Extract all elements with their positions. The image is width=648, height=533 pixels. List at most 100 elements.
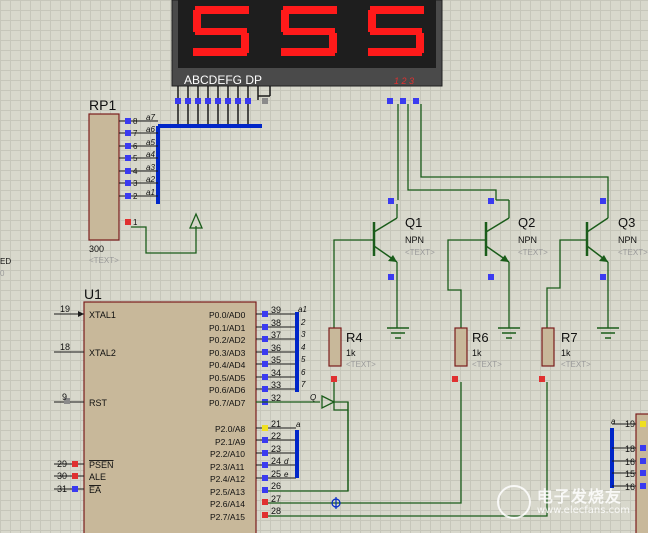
watermark-url: www.elecfans.com xyxy=(536,505,630,517)
data-bus[interactable] xyxy=(156,124,262,204)
rp1-body xyxy=(88,113,120,241)
resistor-r4[interactable]: R4 1k <TEXT> xyxy=(328,327,376,382)
net-label: a1 xyxy=(298,305,307,314)
u1-body xyxy=(83,301,257,533)
display-digit-1 xyxy=(193,6,249,56)
rp1-resistor-pack[interactable]: RP1 300 <TEXT> 8 7 6 5 4 3 2 1 a7 a6 xyxy=(88,97,158,265)
net-label: a xyxy=(296,420,301,429)
pin-name: P0.5/AD5 xyxy=(209,373,246,383)
power-terminal-arrow xyxy=(189,212,203,229)
net-label: a2 xyxy=(146,175,155,184)
q3-text: <TEXT> xyxy=(618,248,648,257)
seven-segment-display[interactable]: ABCDEFG DP 1 2 3 xyxy=(171,0,443,87)
net-label: a6 xyxy=(146,125,155,134)
net-label: a7 xyxy=(146,113,155,122)
u1-port2-pin-names: P2.0/A8 P2.1/A9 P2.2/A10 P2.3/A11 P2.4/A… xyxy=(210,424,246,522)
left-edge-fragment: ED xyxy=(0,257,11,266)
pin-number: 31 xyxy=(57,484,67,494)
q2-ref: Q2 xyxy=(518,215,535,230)
pin-name: P0.4/AD4 xyxy=(209,360,246,370)
rp1-pin-markers xyxy=(125,118,131,225)
pin-name: P2.5/A13 xyxy=(210,487,245,497)
pin-number: 9 xyxy=(62,392,67,402)
pin-name: P0.2/AD2 xyxy=(209,335,246,345)
pin-number: 33 xyxy=(271,380,281,390)
pin-number: 16 xyxy=(625,482,635,492)
transistor-q3[interactable]: Q3 NPN <TEXT> xyxy=(585,198,648,328)
pin-name: P2.2/A10 xyxy=(210,449,245,459)
rp1-pull-up-wire[interactable] xyxy=(131,226,197,254)
digit-select-labels: 1 2 3 xyxy=(394,76,414,86)
pin-number: 18 xyxy=(60,342,70,352)
pin-name: XTAL2 xyxy=(89,348,116,358)
display-digit-3 xyxy=(368,6,424,56)
r4-return-wire[interactable] xyxy=(333,382,348,411)
left-edge-fragment: 0 xyxy=(0,269,5,278)
net-label: d xyxy=(284,457,289,466)
right-edge-component[interactable]: a 19 18 16 15 16 xyxy=(610,413,648,533)
r6-text: <TEXT> xyxy=(472,360,502,369)
q1-type: NPN xyxy=(405,235,424,245)
base-wires[interactable] xyxy=(333,239,587,328)
rp1-pin-number: 3 xyxy=(133,179,138,188)
resistor-r7[interactable]: R7 1k <TEXT> xyxy=(539,327,591,382)
rp1-net-labels: a7 a6 a5 a4 a3 a2 a1 xyxy=(146,113,155,197)
watermark-text: 电子发烧友 www.elecfans.com xyxy=(537,488,630,517)
rp1-pin-number: 7 xyxy=(133,129,138,138)
segment-labels: ABCDEFG DP xyxy=(184,73,262,87)
pin-number: 16 xyxy=(625,457,635,467)
net-label: 4 xyxy=(301,343,306,352)
display-digit-2 xyxy=(281,6,337,56)
net-label: 7 xyxy=(301,380,306,389)
pin-number: 23 xyxy=(271,444,281,454)
rp1-ref: RP1 xyxy=(89,97,116,113)
u1-port2-pin-markers xyxy=(262,425,268,518)
u1-port0-pin-numbers: 39 38 37 36 35 34 33 32 xyxy=(271,305,281,403)
r6-value: 1k xyxy=(472,348,482,358)
transistor-q1[interactable]: Q1 NPN <TEXT> xyxy=(372,198,435,328)
right-pin-leads xyxy=(612,423,636,487)
rp1-pin-numbers: 8 7 6 5 4 3 2 1 xyxy=(133,117,138,227)
ground-icon xyxy=(597,327,619,339)
u1-microcontroller[interactable]: U1 19 18 9 29 30 31 XTAL1 XTAL2 RST PSEN… xyxy=(54,286,548,533)
right-pin-markers xyxy=(640,421,646,489)
r7-value: 1k xyxy=(561,348,571,358)
net-label: a5 xyxy=(146,138,155,147)
pin-name: PSEN xyxy=(89,460,114,470)
pin-name: P0.1/AD1 xyxy=(209,323,246,333)
pin-name: P0.3/AD3 xyxy=(209,348,246,358)
u1-left-pin-numbers: 19 18 9 29 30 31 xyxy=(57,304,70,494)
u1-port0-net-labels: a1 2 3 4 5 6 7 Q xyxy=(298,305,316,402)
net-label: a xyxy=(611,417,616,426)
net-label: 3 xyxy=(301,330,306,339)
pin-name: P2.4/A12 xyxy=(210,474,245,484)
pin-number: 22 xyxy=(271,431,281,441)
u1-port2-net-labels: a d e xyxy=(284,420,301,479)
resistor-r6[interactable]: R6 1k <TEXT> xyxy=(452,327,502,382)
pin-name: P0.6/AD6 xyxy=(209,385,246,395)
digit-select-wires[interactable] xyxy=(397,104,609,200)
pin-name: P2.1/A9 xyxy=(215,437,246,447)
pin-name: P2.0/A8 xyxy=(215,424,246,434)
pin-name: RST xyxy=(89,398,108,408)
q3-ref: Q3 xyxy=(618,215,635,230)
pin-number: 15 xyxy=(625,469,635,479)
r4-value: 1k xyxy=(346,348,356,358)
u1-ref: U1 xyxy=(84,286,102,302)
pin-number: 37 xyxy=(271,330,281,340)
pin-number: 36 xyxy=(271,343,281,353)
pin-number: 32 xyxy=(271,393,281,403)
net-label: a4 xyxy=(146,150,155,159)
pin-number: 39 xyxy=(271,305,281,315)
rp1-pin-number: 8 xyxy=(133,117,138,126)
u1-port0-pin-names: P0.0/AD0 P0.1/AD1 P0.2/AD2 P0.3/AD3 P0.4… xyxy=(209,310,246,408)
ground-icon xyxy=(387,327,409,339)
net-label: 5 xyxy=(301,355,306,364)
xtal1-arrow-icon xyxy=(78,311,84,317)
pin-number: 35 xyxy=(271,355,281,365)
r7-ref: R7 xyxy=(561,330,578,345)
transistor-q2[interactable]: Q2 NPN <TEXT> xyxy=(484,198,548,328)
pin-name: P0.7/AD7 xyxy=(209,398,246,408)
q3-type: NPN xyxy=(618,235,637,245)
